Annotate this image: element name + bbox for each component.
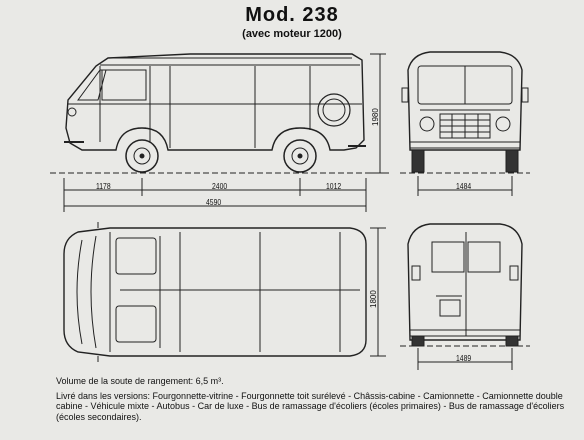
model-subtitle: (avec moteur 1200)	[242, 28, 342, 40]
description-block: Volume de la soute de rangement: 6,5 m³.…	[56, 376, 576, 422]
dim-rear-track: 1489	[456, 354, 472, 363]
top-view	[63, 222, 386, 362]
model-title: Mod. 238	[245, 4, 339, 26]
versions-text: Livré dans les versions: Fourgonnette-vi…	[56, 390, 565, 422]
side-view	[50, 53, 392, 212]
front-view	[400, 51, 530, 196]
cargo-volume-text: Volume de la soute de rangement: 6,5 m³.	[56, 376, 224, 386]
dim-height: 1980	[371, 108, 380, 126]
dim-wheelbase: 2400	[212, 182, 228, 191]
dim-front-overhang: 1178	[96, 182, 111, 191]
dim-length: 4590	[206, 198, 222, 207]
rear-view	[400, 223, 530, 370]
dim-rear-overhang: 1012	[326, 182, 342, 191]
dim-front-track: 1484	[456, 182, 472, 191]
dim-width: 1800	[369, 290, 378, 308]
